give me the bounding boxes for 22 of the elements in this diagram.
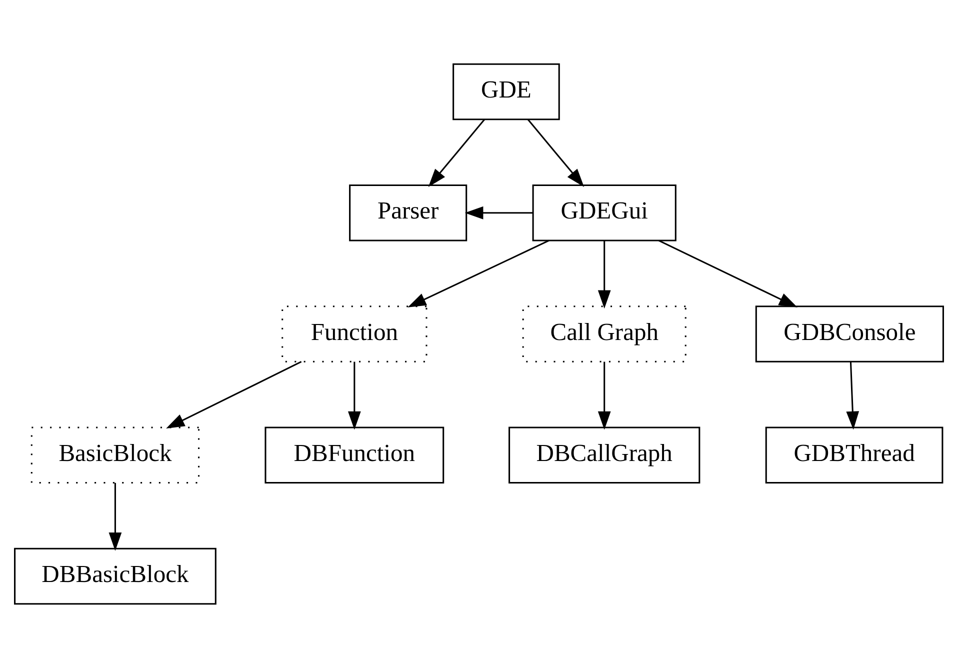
arrow (658, 239, 798, 307)
node-box: BasicBlock (30, 426, 200, 483)
arrow (598, 361, 611, 430)
node-box: DBCallGraph (508, 426, 700, 483)
node-box: Parser (349, 184, 468, 241)
node-box: GDE (452, 62, 560, 120)
node-box: DBFunction (264, 426, 444, 483)
arrow (464, 206, 533, 219)
node-box: GDEGui (532, 184, 676, 241)
arrow (108, 482, 122, 550)
node-box: GDBThread (765, 426, 944, 483)
node-box: Function (282, 305, 428, 362)
node-box: Call Graph (522, 305, 686, 362)
arrow (408, 239, 550, 307)
arrow (428, 118, 486, 186)
node-box: GDBConsole (755, 305, 944, 362)
arrow (348, 361, 361, 430)
arrow (527, 118, 584, 186)
arrow (598, 240, 611, 308)
node-box: DBBasicBlock (14, 547, 216, 604)
arrow (846, 361, 860, 430)
arrow (166, 360, 302, 428)
